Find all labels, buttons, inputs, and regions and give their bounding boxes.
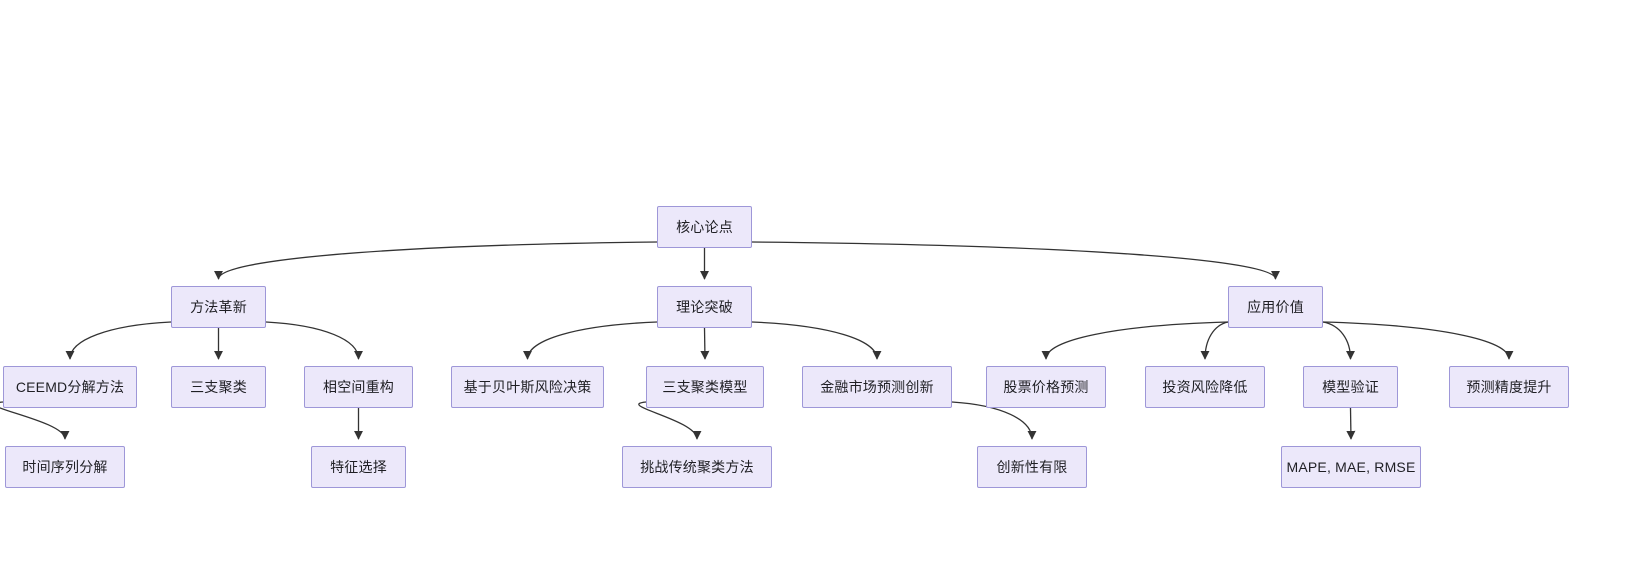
flowchart-node-label: 核心论点 bbox=[676, 219, 733, 235]
flowchart-node[interactable]: 股票价格预测 bbox=[986, 366, 1106, 408]
flowchart-node[interactable]: 基于贝叶斯风险决策 bbox=[451, 366, 604, 408]
flowchart-node[interactable]: 三支聚类 bbox=[171, 366, 266, 408]
flowchart-node-label: 三支聚类模型 bbox=[662, 379, 748, 395]
flowchart-edge bbox=[1322, 321, 1356, 360]
flowchart-node-label: 模型验证 bbox=[1322, 379, 1379, 395]
flowchart-edge bbox=[1041, 321, 1229, 360]
flowchart-node[interactable]: 挑战传统聚类方法 bbox=[622, 446, 772, 488]
flowchart-node[interactable]: 理论突破 bbox=[657, 286, 752, 328]
flowchart-edge bbox=[1322, 321, 1514, 360]
flowchart-node-label: 相空间重构 bbox=[323, 379, 394, 395]
flowchart-node[interactable]: 三支聚类模型 bbox=[646, 366, 764, 408]
flowchart-node[interactable]: 投资风险降低 bbox=[1145, 366, 1265, 408]
flowchart-node[interactable]: 金融市场预测创新 bbox=[802, 366, 952, 408]
flowchart-node-label: 理论突破 bbox=[676, 299, 733, 315]
flowchart-node[interactable]: 模型验证 bbox=[1303, 366, 1398, 408]
flowchart-node[interactable]: 核心论点 bbox=[657, 206, 752, 248]
flowchart-node[interactable]: 时间序列分解 bbox=[5, 446, 125, 488]
flowchart-node-label: 预测精度提升 bbox=[1466, 379, 1552, 395]
flowchart-node-label: 特征选择 bbox=[330, 459, 387, 475]
flowchart-node[interactable]: 相空间重构 bbox=[304, 366, 413, 408]
flowchart-edges bbox=[0, 241, 1514, 440]
flowchart-edge bbox=[214, 241, 658, 280]
flowchart-node-label: 三支聚类 bbox=[190, 379, 247, 395]
flowchart-node[interactable]: 方法革新 bbox=[171, 286, 266, 328]
flowchart-edge bbox=[1346, 407, 1356, 440]
flowchart-node-label: 股票价格预测 bbox=[1003, 379, 1089, 395]
flowchart-node[interactable]: MAPE, MAE, RMSE bbox=[1281, 446, 1421, 488]
flowchart-node[interactable]: CEEMD分解方法 bbox=[3, 366, 137, 408]
flowchart-edge bbox=[65, 321, 172, 360]
flowchart-edge bbox=[751, 321, 882, 360]
flowchart-edge bbox=[751, 241, 1280, 280]
flowchart-node-label: 基于贝叶斯风险决策 bbox=[463, 379, 592, 395]
flowchart-node[interactable]: 预测精度提升 bbox=[1449, 366, 1569, 408]
flowchart-node-label: 应用价值 bbox=[1247, 299, 1304, 315]
flowchart-node-label: 创新性有限 bbox=[996, 459, 1068, 475]
flowchart-node[interactable]: 应用价值 bbox=[1228, 286, 1323, 328]
flowchart-node[interactable]: 特征选择 bbox=[311, 446, 406, 488]
flowchart-node-label: MAPE, MAE, RMSE bbox=[1286, 459, 1416, 475]
flowchart-node-label: 方法革新 bbox=[190, 299, 247, 315]
flowchart-edge bbox=[700, 327, 710, 360]
flowchart-edge bbox=[1200, 321, 1229, 360]
flowchart-edge bbox=[265, 321, 364, 360]
flowchart-node-label: 投资风险降低 bbox=[1162, 379, 1248, 395]
flowchart-node[interactable]: 创新性有限 bbox=[977, 446, 1087, 488]
flowchart-node-label: 时间序列分解 bbox=[22, 459, 108, 475]
flowchart-edge bbox=[522, 321, 658, 360]
flowchart-node-label: 挑战传统聚类方法 bbox=[640, 459, 754, 475]
flowchart-node-label: 金融市场预测创新 bbox=[820, 379, 934, 395]
flowchart-node-label: CEEMD分解方法 bbox=[15, 379, 125, 395]
